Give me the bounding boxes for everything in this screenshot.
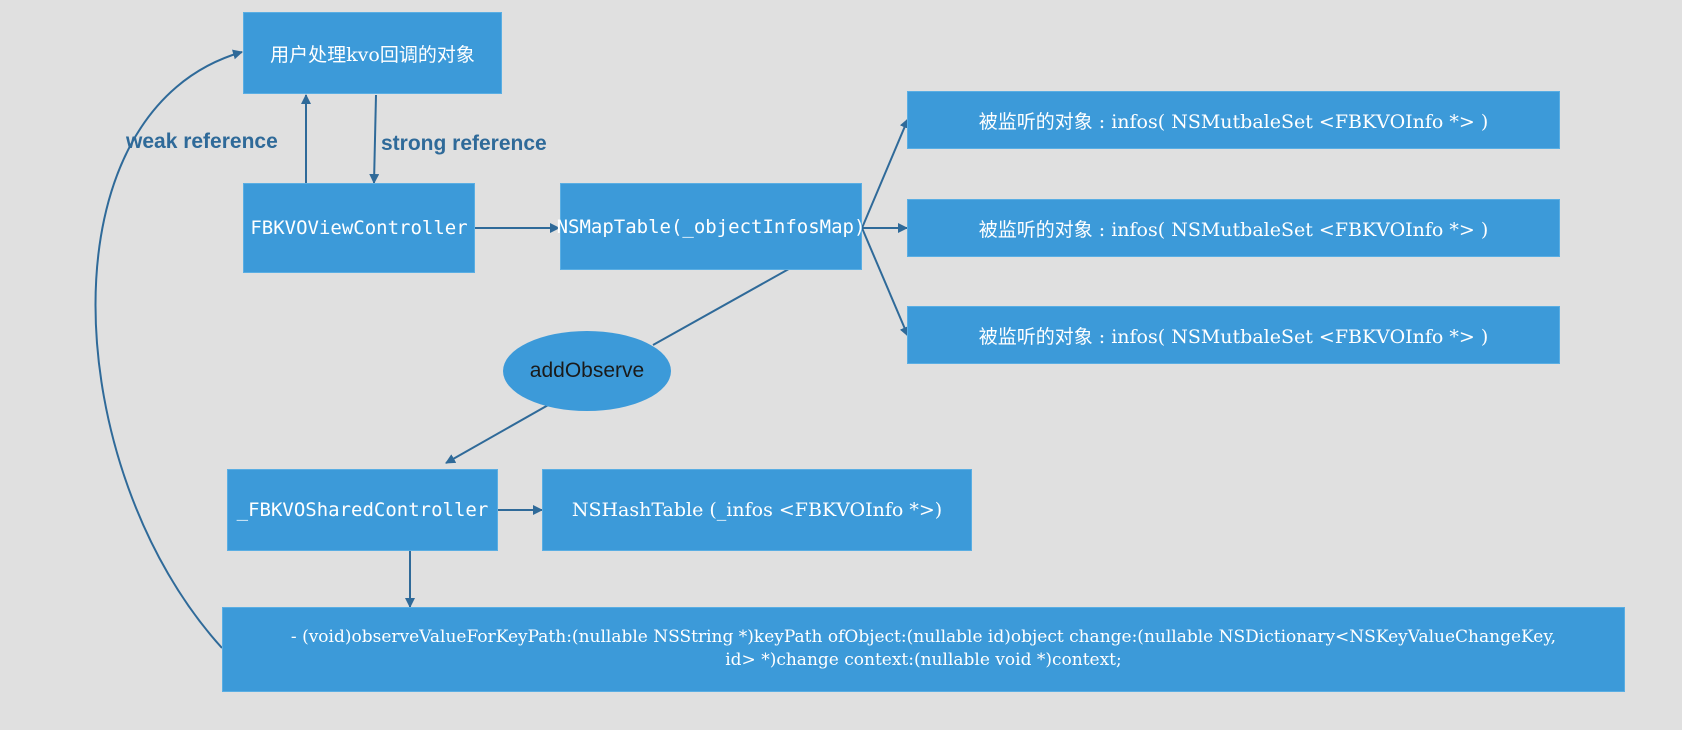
shared-controller-label: _FBKVOSharedController [236,499,489,521]
weak-reference-label: weak reference [126,130,278,153]
observed-object-label-1: 被监听的对象 : infos( NSMutbaleSet <FBKVOInfo … [978,110,1489,133]
add-observe-label: addObserve [529,359,645,382]
observe-method-line-2: id> *)change context:(nullable void *)co… [725,650,1122,670]
observe-method-line-1: - (void)observeValueForKeyPath:(nullable… [290,627,1557,647]
map-to-observed-3-arrow [861,227,910,337]
hash-table-label: NSHashTable (_infos <FBKVOInfo *>) [571,499,943,521]
view-controller-label: FBKVOViewController [250,217,468,239]
view-controller-box: FBKVOViewController [243,183,475,273]
map-table-label: NSMapTable(_objectInfosMap) [556,215,866,238]
observed-object-box-2: 被监听的对象 : infos( NSMutbaleSet <FBKVOInfo … [907,199,1560,257]
shared-controller-box: _FBKVOSharedController [227,469,498,551]
handler-object-box: 用户处理kvo回调的对象 [243,12,502,94]
map-table-box: NSMapTable(_objectInfosMap) [557,183,865,270]
observe-method-box: - (void)observeValueForKeyPath:(nullable… [222,607,1625,692]
hash-table-box: NSHashTable (_infos <FBKVOInfo *>) [542,469,972,551]
observed-object-label-2: 被监听的对象 : infos( NSMutbaleSet <FBKVOInfo … [978,218,1489,241]
observed-object-box-1: 被监听的对象 : infos( NSMutbaleSet <FBKVOInfo … [907,91,1560,149]
strong-reference-label: strong reference [381,132,547,155]
observed-object-label-3: 被监听的对象 : infos( NSMutbaleSet <FBKVOInfo … [978,325,1489,348]
map-to-observed-1-arrow [861,118,910,229]
add-observe-to-shared-arrow [445,403,551,464]
add-observe-node: addObserve [503,331,671,411]
weak-reference-arrow [94,49,243,649]
observed-object-box-3: 被监听的对象 : infos( NSMutbaleSet <FBKVOInfo … [907,306,1560,364]
strong-reference-arrow [369,94,380,184]
handler-object-label: 用户处理kvo回调的对象 [270,43,475,66]
